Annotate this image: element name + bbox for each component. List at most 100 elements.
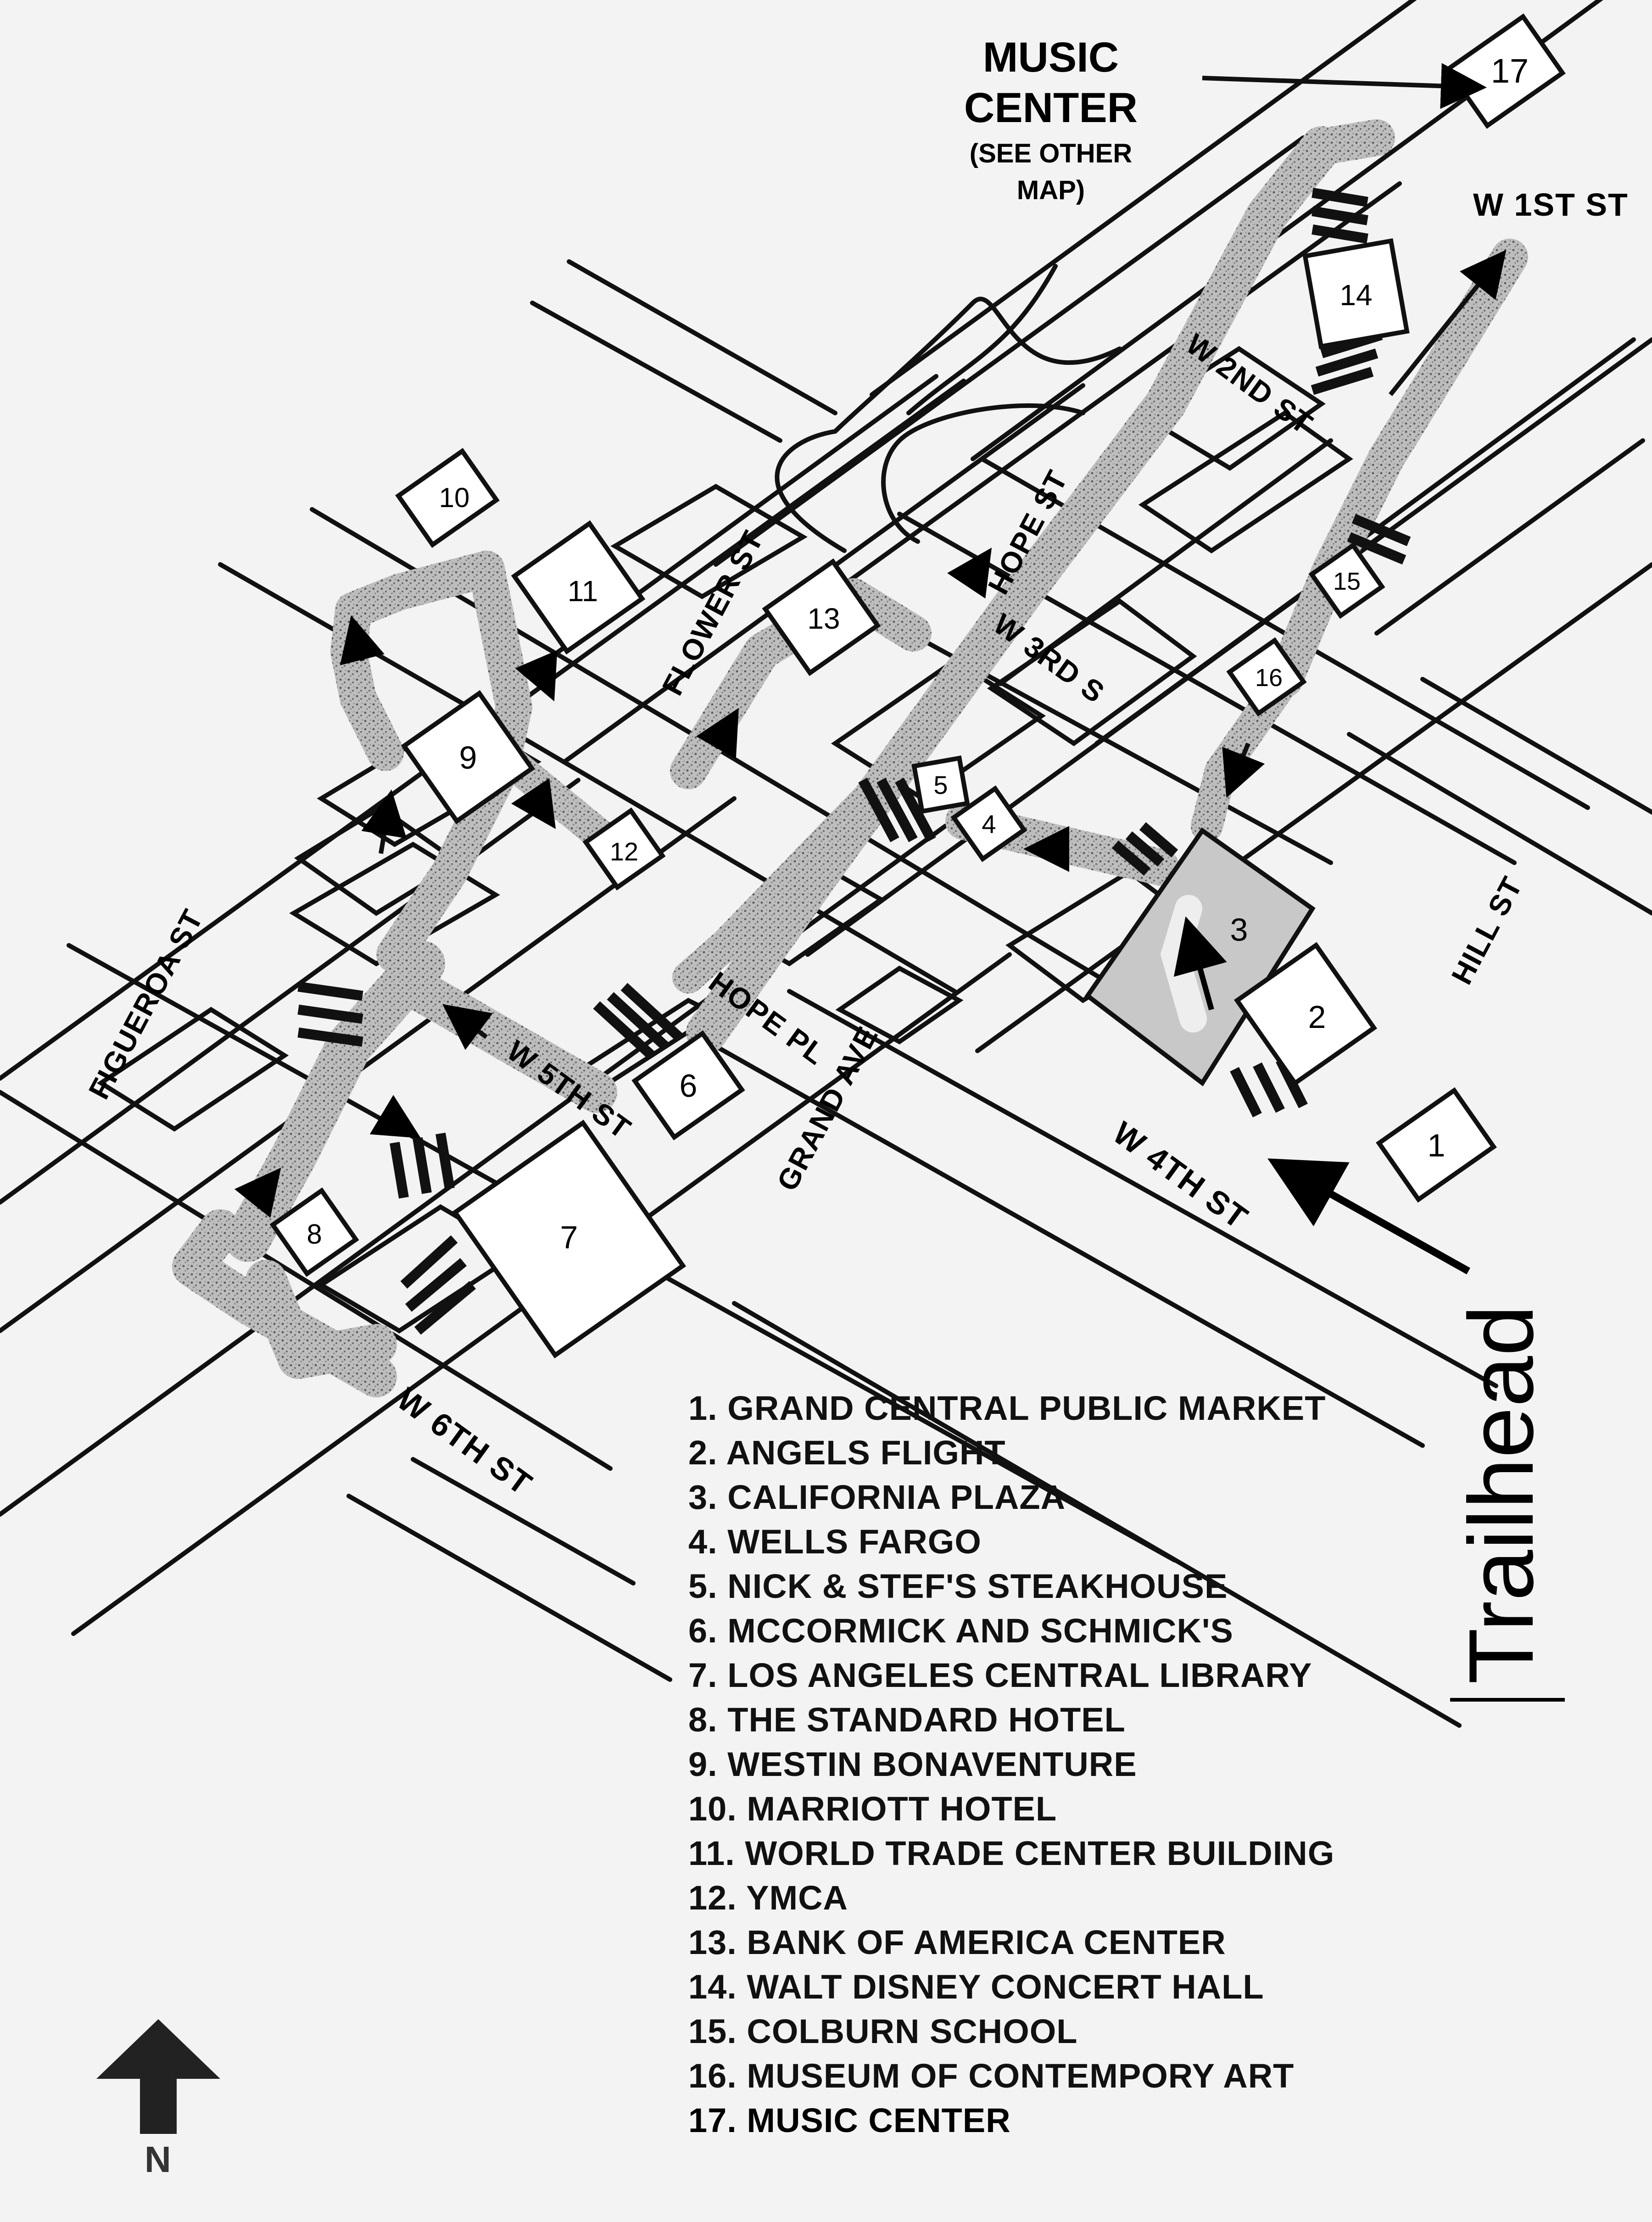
marker-number-11: 11 xyxy=(568,575,598,608)
street-w2nd-d xyxy=(1374,438,1645,636)
music-center-title-line1: MUSIC xyxy=(982,34,1119,81)
marker-number-1: 1 xyxy=(1428,1128,1446,1163)
legend-item: 5. NICK & STEF'S STEAKHOUSE xyxy=(688,1567,1228,1605)
marker-number-7: 7 xyxy=(560,1219,578,1255)
arrow-hope-st xyxy=(947,547,992,599)
marker-box-15 xyxy=(1308,542,1385,619)
legend-item: 4. WELLS FARGO xyxy=(688,1523,982,1561)
trailhead-label-box: Trailhead xyxy=(1450,1245,1565,1702)
marker-number-14: 14 xyxy=(1339,279,1372,312)
freeway-curve-inner xyxy=(881,403,1085,544)
crosswalk-15 xyxy=(1347,514,1411,565)
trailhead-arrow xyxy=(1267,1158,1470,1274)
legend-item: 9. WESTIN BONAVENTURE xyxy=(688,1745,1137,1783)
legend-item: 6. MCCORMICK AND SCHMICK'S xyxy=(688,1612,1233,1650)
arrow-fig-north xyxy=(361,789,407,854)
legend-item: 3. CALIFORNIA PLAZA xyxy=(688,1478,1066,1516)
legend-item: 8. THE STANDARD HOTEL xyxy=(688,1701,1126,1739)
street-w2nd-b xyxy=(787,181,1402,626)
music-center-note-line1: (SEE OTHER xyxy=(969,139,1133,168)
street-w4th-b xyxy=(805,337,1652,957)
route-hope-st xyxy=(686,126,1342,1053)
street-flower-c xyxy=(530,741,957,994)
block-outline-7 xyxy=(1138,410,1353,554)
legend-item: 10. MARRIOTT HOTEL xyxy=(688,1790,1057,1828)
street-hope-b xyxy=(567,259,837,415)
street-grand-a xyxy=(897,512,1517,865)
street-lower-c xyxy=(732,1301,1462,1728)
street-flower-d xyxy=(714,746,1140,1003)
legend-item: 11. WORLD TRADE CENTER BUILDING xyxy=(688,1834,1335,1872)
crosswalk-w2nd xyxy=(1312,188,1368,244)
marker-box-14 xyxy=(1302,238,1410,349)
legend-item: 15. COLBURN SCHOOL xyxy=(688,2012,1078,2050)
landmark-numbers: 1 2 3 4 5 6 7 8 9 10 11 12 13 14 15 16 1… xyxy=(307,52,1529,1255)
marker-number-8: 8 xyxy=(307,1219,322,1250)
marker-number-4: 4 xyxy=(982,810,996,838)
crosswalk-4 xyxy=(1111,822,1178,876)
music-center-label: MUSIC CENTER (SEE OTHER MAP) xyxy=(941,32,1161,207)
crosswalk-w5th xyxy=(390,1133,455,1199)
street-lower-a xyxy=(346,1494,672,1682)
marker-box-12 xyxy=(582,807,666,891)
block-outline-10 xyxy=(835,966,964,1044)
landmark-markers xyxy=(269,13,1566,1359)
route-arrows xyxy=(234,63,1507,1218)
street-w5th-a xyxy=(0,778,580,1205)
arrow-moca xyxy=(1222,743,1265,798)
crosswalk-6 xyxy=(593,983,683,1060)
route-grand-ave-north xyxy=(1267,239,1528,698)
block-outline-8 xyxy=(987,598,1197,747)
label-w4th: W 4TH ST xyxy=(1106,1115,1255,1236)
music-center-note-line2: MAP) xyxy=(1016,175,1085,205)
california-plaza-arrow xyxy=(1173,916,1227,1011)
label-w6th: W 6TH ST xyxy=(391,1381,539,1502)
arrow-loop xyxy=(340,615,385,665)
street-hill-a xyxy=(1347,732,1652,916)
marker-number-6: 6 xyxy=(680,1068,698,1104)
freeway-curve-outer xyxy=(775,296,1122,553)
street-lower-b xyxy=(411,1457,636,1586)
block-outline-4 xyxy=(96,1007,289,1132)
marker-number-17: 17 xyxy=(1491,52,1529,90)
marker-box-16 xyxy=(1226,637,1307,717)
marker-number-13: 13 xyxy=(807,602,840,635)
route-library-loop xyxy=(246,1260,397,1379)
street-grand-c xyxy=(714,1044,1425,1448)
legend-item: 13. BANK OF AMERICA CENTER xyxy=(688,1923,1226,1961)
marker-box-6 xyxy=(631,1030,745,1141)
arrow-w6th xyxy=(234,1167,281,1218)
california-plaza-route xyxy=(1160,895,1207,1033)
marker-number-9: 9 xyxy=(459,740,477,776)
marker-number-15: 15 xyxy=(1333,568,1361,595)
legend-item: 14. WALT DISNEY CONCERT HALL xyxy=(688,1968,1264,2006)
arrow-library xyxy=(369,1094,421,1139)
route-5-to-hope xyxy=(672,778,888,994)
marker-number-3: 3 xyxy=(1230,912,1248,948)
street-hope-a xyxy=(530,301,782,443)
block-outline-3 xyxy=(289,842,500,966)
arrow-to-13 xyxy=(696,708,739,759)
street-fig-b xyxy=(0,1090,613,1471)
arrow-to-11 xyxy=(515,650,558,702)
marker-box-13 xyxy=(762,558,881,676)
label-w1st: W 1ST ST xyxy=(1473,187,1629,223)
marker-box-5 xyxy=(911,755,970,814)
marker-box-8 xyxy=(269,1187,359,1277)
legend-item: 7. LOS ANGELES CENTRAL LIBRARY xyxy=(688,1656,1312,1694)
marker-box-2 xyxy=(1233,942,1378,1087)
walking-route xyxy=(172,119,1528,1397)
street-w5th-b xyxy=(0,796,737,1333)
music-center-title-line2: CENTER xyxy=(964,84,1138,131)
arrow-w5th xyxy=(442,1004,493,1050)
marker-box-11 xyxy=(511,520,646,655)
legend: 1. GRAND CENTRAL PUBLIC MARKET 2. ANGELS… xyxy=(688,1386,1334,2143)
marker-number-16: 16 xyxy=(1255,664,1283,692)
marker-number-2: 2 xyxy=(1308,999,1326,1035)
legend-item: 17. MUSIC CENTER xyxy=(688,2101,1011,2139)
legend-item: 1. GRAND CENTRAL PUBLIC MARKET xyxy=(688,1389,1326,1427)
label-w2nd: W 2ND ST xyxy=(1180,327,1319,441)
legend-item: 2. ANGELS FLIGHT xyxy=(688,1434,1006,1472)
north-arrow-icon xyxy=(96,2019,220,2134)
crosswalks xyxy=(297,188,1411,1335)
